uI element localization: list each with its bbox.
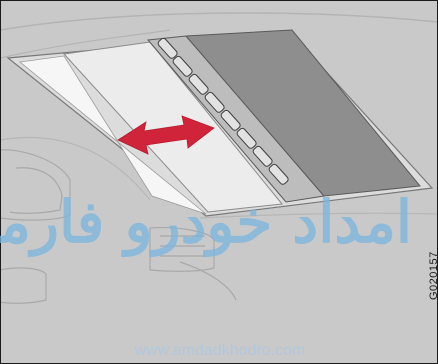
- watermark-text: امداد خودرو فارما: [12, 188, 412, 256]
- watermark-url: www.amdadkhodro.com: [70, 342, 370, 360]
- figure-code: G020157: [428, 251, 438, 300]
